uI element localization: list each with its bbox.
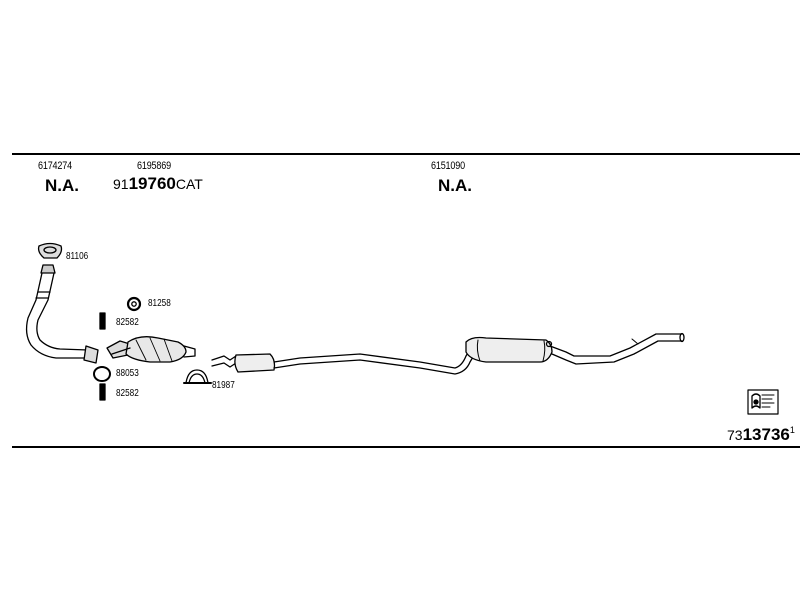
catalog-main: 19760 (128, 174, 176, 193)
part-number-2: 6195869 (137, 160, 171, 172)
exhaust-pipe-icon (211, 345, 477, 375)
part-label-81987: 81987 (212, 380, 235, 391)
part-number-3: 6151090 (431, 160, 465, 172)
part-label-88053: 88053 (116, 368, 139, 379)
part-label-82582-upper: 82582 (116, 317, 139, 328)
bottom-divider (12, 446, 800, 448)
catalog-number: 9119760CAT (113, 174, 203, 194)
reference-main: 13736 (742, 425, 790, 444)
status-na-3: N.A. (438, 176, 472, 195)
clamp-icon (37, 242, 63, 259)
clamp-icon (183, 369, 212, 384)
part-number-1: 6174274 (38, 160, 72, 172)
reference-suffix: 1 (789, 425, 795, 435)
catalog-prefix: 91 (113, 176, 129, 192)
muffler-icon (465, 336, 553, 363)
reference-number: 73137361 (727, 425, 795, 445)
manual-book-icon (747, 389, 779, 415)
exhaust-pipe-icon (549, 332, 685, 365)
reference-prefix: 73 (727, 427, 743, 443)
catalytic-converter-icon (106, 336, 196, 363)
part-label-82582-lower: 82582 (116, 388, 139, 399)
exhaust-pipe-icon (25, 264, 99, 364)
part-label-81258: 81258 (148, 298, 171, 309)
bolt-icon (99, 312, 106, 401)
top-divider (12, 153, 800, 155)
status-na-1: N.A. (45, 176, 79, 195)
gasket-icon (126, 296, 142, 312)
part-label-81106: 81106 (66, 251, 89, 262)
gasket-icon (93, 366, 111, 382)
catalog-suffix: CAT (175, 176, 203, 192)
